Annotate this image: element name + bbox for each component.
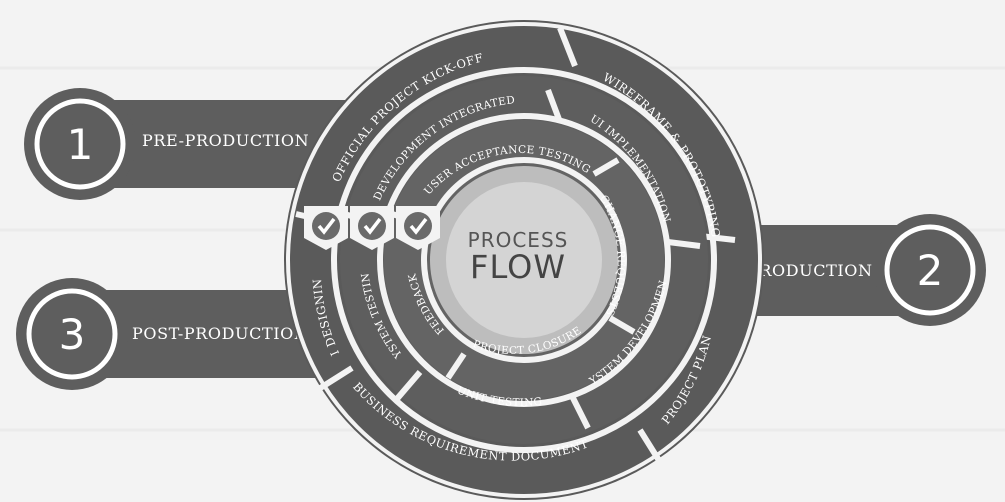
check-icon xyxy=(409,217,428,235)
phase-label-pre-production: PRE-PRODUCTION xyxy=(142,131,309,150)
check-badge-outer xyxy=(304,206,348,250)
check-icon xyxy=(363,217,382,235)
check-icon xyxy=(317,217,336,235)
center-title-line1: PROCESS xyxy=(468,228,569,252)
phase-number-3: 3 xyxy=(59,310,86,359)
phase-number-2: 2 xyxy=(917,246,944,295)
check-badges xyxy=(304,206,440,250)
outer-ring xyxy=(286,22,762,498)
center-inner xyxy=(446,182,602,338)
phase-label-production: PRODUCTION xyxy=(748,261,873,280)
check-badge-inner xyxy=(396,206,440,250)
phase-label-post-production: POST-PRODUCTION xyxy=(132,324,308,343)
check-badge-middle xyxy=(350,206,394,250)
phase-number-1: 1 xyxy=(67,120,94,169)
center-title-line2: FLOW xyxy=(470,248,566,286)
phase-ribbon-post-production: 3 POST-PRODUCTION xyxy=(16,278,360,390)
